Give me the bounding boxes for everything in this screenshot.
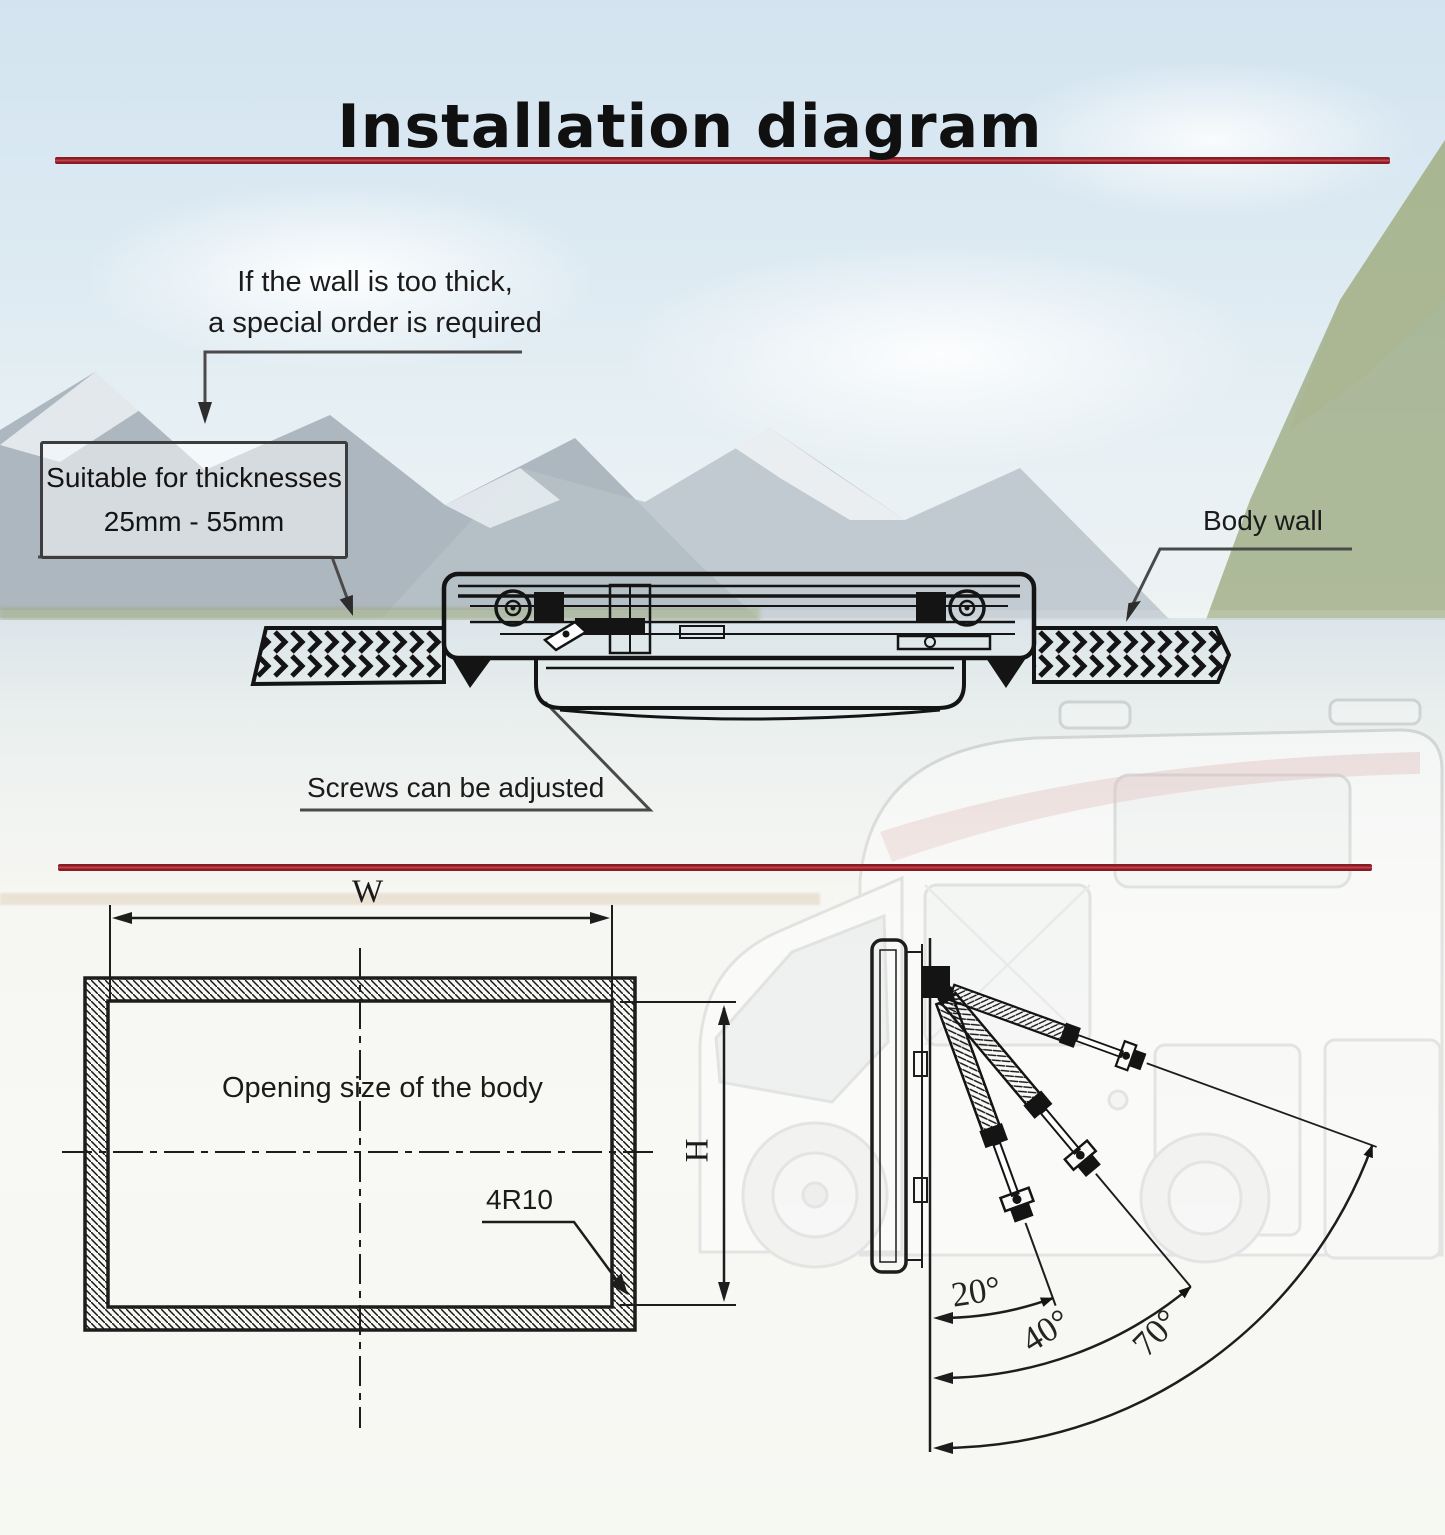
strut-20deg bbox=[926, 985, 1057, 1306]
wall-thickness-note: If the wall is too thick, a special orde… bbox=[95, 262, 655, 344]
red-divider-middle bbox=[58, 864, 1372, 871]
cloud bbox=[80, 180, 600, 370]
opening-size-drawing bbox=[62, 905, 736, 1428]
white-wash-overlay bbox=[0, 610, 1445, 1535]
page-title: Installation diagram bbox=[337, 92, 1043, 163]
wall-thickness-note-line1: If the wall is too thick, bbox=[237, 266, 513, 298]
red-divider-top bbox=[55, 157, 1390, 164]
height-dimension-label: H bbox=[679, 1138, 716, 1163]
cross-section-drawing bbox=[250, 571, 1232, 721]
body-wall-label: Body wall bbox=[1203, 505, 1323, 536]
screws-label: Screws can be adjusted bbox=[307, 772, 605, 803]
thickness-range-line2: 25mm - 55mm bbox=[103, 506, 285, 537]
angle-label-20: 20° bbox=[948, 1268, 1004, 1315]
thickness-range-line1: Suitable for thicknesses bbox=[46, 462, 342, 493]
strut-70deg bbox=[937, 975, 1377, 1148]
wall-thickness-note-line2: a special order is required bbox=[208, 307, 542, 339]
leader-lines bbox=[38, 350, 1352, 812]
corner-radius-label: 4R10 bbox=[486, 1184, 553, 1215]
cloud bbox=[1000, 60, 1420, 220]
width-dimension-label: W bbox=[352, 874, 384, 910]
opening-size-label: Opening size of the body bbox=[222, 1072, 543, 1104]
cloud bbox=[620, 240, 1260, 470]
strut-40deg bbox=[930, 980, 1192, 1288]
thickness-range-box: Suitable for thicknesses 25mm - 55mm bbox=[40, 441, 348, 559]
opening-angles-drawing bbox=[870, 938, 1377, 1454]
